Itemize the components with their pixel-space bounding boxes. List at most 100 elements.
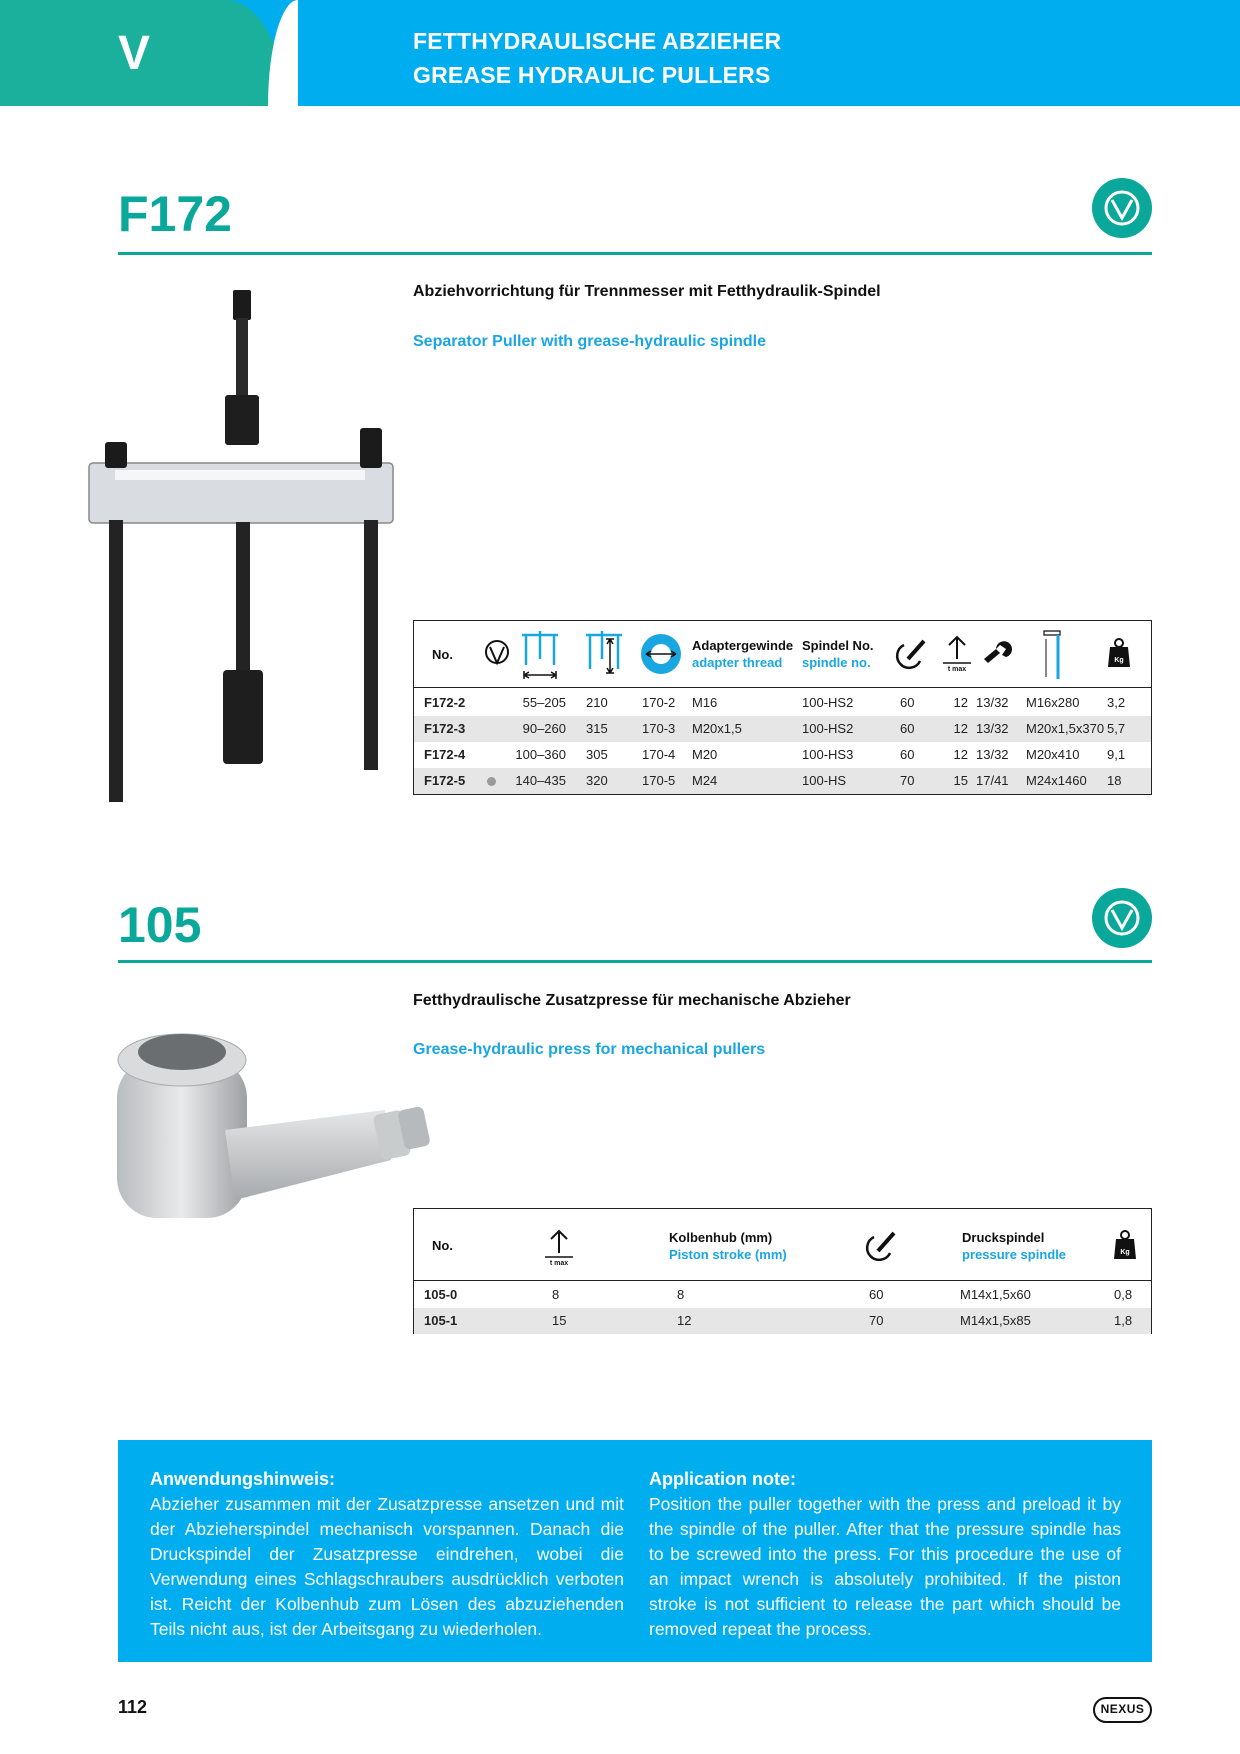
section-letter: V xyxy=(118,27,151,80)
product-description-en: Separator Puller with grease-hydraulic s… xyxy=(413,333,766,350)
cell-range: 55–205 xyxy=(522,695,566,710)
cell-weight: 18 xyxy=(1107,773,1122,788)
cell-weight: 0,8 xyxy=(1114,1287,1133,1302)
cell-stroke: 60 xyxy=(900,721,915,736)
separator-puller-image xyxy=(88,290,394,802)
105-spec-table: No. t max Kolbenhub (mm) Piston stroke (… xyxy=(413,1208,1152,1334)
col-press-de: Druckspindel xyxy=(962,1230,1045,1245)
col-adapter-en: adapter thread xyxy=(692,655,783,670)
cell-reach: 305 xyxy=(586,747,608,762)
reach-depth-icon xyxy=(586,631,622,674)
note-text-de: Abzieher zusammen mit der Zusatzpresse a… xyxy=(150,1494,624,1639)
col-adapter-de: Adaptergewinde xyxy=(692,638,794,653)
weight-icon: Kg xyxy=(1108,638,1130,667)
product-description-en: Grease-hydraulic press for mechanical pu… xyxy=(413,1041,766,1058)
cell-stroke: 60 xyxy=(900,695,915,710)
product-description-de: Fetthydraulische Zusatzpresse für mechan… xyxy=(413,992,851,1009)
cell-tmax: 12 xyxy=(953,695,968,710)
cell-no: F172-3 xyxy=(424,721,466,736)
table-header: No. t max Kolbenhub (mm) Piston stroke (… xyxy=(414,1209,1151,1281)
cell-tmax: 15 xyxy=(953,773,968,788)
application-note-box: Anwendungshinweis: Abzieher zusammen mit… xyxy=(118,1440,1152,1662)
section-rule xyxy=(118,960,1152,963)
cell-tmax: 15 xyxy=(552,1313,567,1328)
col-no: No. xyxy=(432,1238,453,1253)
col-spindle-de: Spindel No. xyxy=(802,638,874,653)
max-force-icon: t max xyxy=(545,1229,573,1267)
cell-tmax: 8 xyxy=(552,1287,560,1302)
cell-weight: 1,8 xyxy=(1114,1313,1133,1328)
section-tab xyxy=(0,0,285,106)
cell-spindle-thread: M16x280 xyxy=(1026,695,1080,710)
cell-reach: 210 xyxy=(586,695,608,710)
cell-tmax: 12 xyxy=(953,721,968,736)
cell-weight: 3,2 xyxy=(1107,695,1126,710)
cell-reach: 315 xyxy=(586,721,608,736)
col-stroke-de: Kolbenhub (mm) xyxy=(669,1230,773,1245)
cell-weight: 9,1 xyxy=(1107,747,1126,762)
note-text-en: Position the puller together with the pr… xyxy=(649,1494,1121,1639)
col-press-en: pressure spindle xyxy=(962,1247,1067,1262)
product-code: F172 xyxy=(118,186,232,242)
cell-adapter-no: 170-3 xyxy=(642,721,676,736)
tmax-label: t max xyxy=(948,666,966,673)
kg-label: Kg xyxy=(1120,1249,1129,1256)
cell-wrench: 13/32 xyxy=(976,721,1009,736)
product-code: 105 xyxy=(118,897,202,953)
cell-no: 105-1 xyxy=(424,1313,458,1328)
cell-spindle-no: 100-HS3 xyxy=(802,747,854,762)
cell-no: 105-0 xyxy=(424,1287,458,1302)
section-rule xyxy=(118,252,1152,255)
cell-adapter-no: 170-2 xyxy=(642,695,676,710)
note-heading-de: Anwendungshinweis: xyxy=(150,1469,336,1489)
col-no: No. xyxy=(432,647,453,662)
product-description-de: Abziehvorrichtung für Trennmesser mit Fe… xyxy=(413,283,881,300)
clamping-range-icon xyxy=(485,640,509,666)
chapter-title-en: GREASE HYDRAULIC PULLERS xyxy=(413,62,771,88)
cell-spindle-no: 100-HS xyxy=(802,773,847,788)
kg-label: Kg xyxy=(1114,657,1123,664)
col-stroke-en: Piston stroke (mm) xyxy=(669,1247,787,1262)
col-spindle-en: spindle no. xyxy=(802,655,871,670)
cell-adapter-thread: M20 xyxy=(692,747,718,762)
f172-spec-table: No. Adaptergewinde adapter thread Spinde… xyxy=(413,620,1152,795)
table-body: 105-0 8 8 60 M14x1,5x60 0,8 105-1 15 12 70 M14x1,5… xyxy=(414,1281,1151,1334)
cell-adapter-thread: M24 xyxy=(692,773,718,788)
page-number: 112 xyxy=(118,1697,148,1717)
wrench-size-icon xyxy=(984,641,1012,663)
cell-wrench: 13/32 xyxy=(976,695,1009,710)
spindle-length-icon xyxy=(1043,630,1061,679)
reach-width-icon xyxy=(522,631,558,679)
table-row: 105-0 8 8 60 M14x1,5x60 0,8 xyxy=(414,1282,1151,1308)
cell-spindle-no: 100-HS2 xyxy=(802,695,854,710)
cell-weight: 5,7 xyxy=(1107,721,1126,736)
cell-stroke-gauge: 60 xyxy=(869,1287,884,1302)
cell-no: F172-5 xyxy=(424,773,466,788)
cell-no: F172-2 xyxy=(424,695,466,710)
cell-reach: 320 xyxy=(586,773,608,788)
brand-logo: NEXUS xyxy=(1093,1697,1152,1723)
cell-stroke: 8 xyxy=(677,1287,685,1302)
cell-range: 140–435 xyxy=(515,773,566,788)
adapter-size-icon xyxy=(641,634,681,674)
puller-category-icon xyxy=(1092,178,1152,238)
table-header: No. Adaptergewinde adapter thread Spinde… xyxy=(414,621,1151,688)
cell-pressure-spindle: M14x1,5x60 xyxy=(960,1287,1031,1302)
weight-icon: Kg xyxy=(1114,1230,1136,1259)
cell-no: F172-4 xyxy=(424,747,466,762)
cell-adapter-no: 170-4 xyxy=(642,747,676,762)
chapter-title-de: FETTHYDRAULISCHE ABZIEHER xyxy=(413,28,782,54)
cell-stroke: 12 xyxy=(677,1313,692,1328)
cell-spindle-thread: M20x1,5x370 xyxy=(1026,721,1105,736)
max-force-icon: t max xyxy=(943,635,971,673)
cell-tmax: 12 xyxy=(953,747,968,762)
note-heading-en: Application note: xyxy=(649,1469,796,1489)
cell-spindle-thread: M24x1460 xyxy=(1026,773,1087,788)
cell-stroke-gauge: 70 xyxy=(869,1313,884,1328)
